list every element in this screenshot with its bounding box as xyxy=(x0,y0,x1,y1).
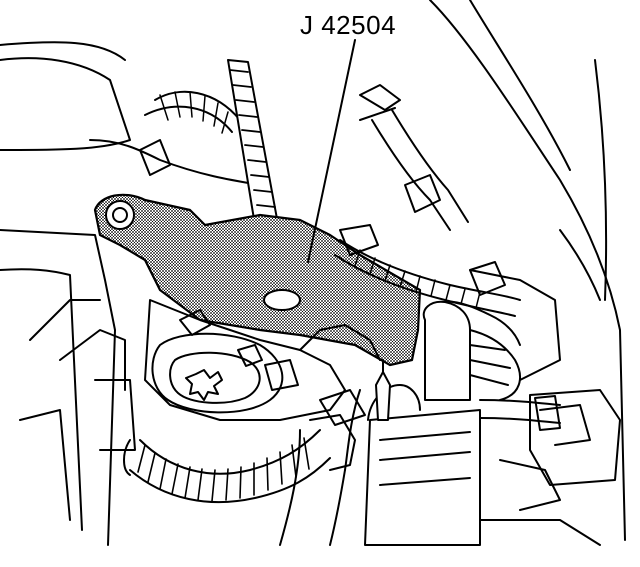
upper-right-hose-clamp xyxy=(359,84,469,231)
reservoir-bottle xyxy=(364,300,521,546)
callout-leader-line xyxy=(307,39,356,263)
right-ribbed-hose xyxy=(334,224,521,317)
right-small-hose xyxy=(469,261,561,431)
lower-center-hoses xyxy=(279,389,366,546)
left-fender xyxy=(0,41,136,546)
lower-left-ribbed-hose xyxy=(123,414,356,504)
tool-callout-label: J 42504 xyxy=(300,10,397,40)
upper-left-hose xyxy=(89,90,261,186)
right-body-panel xyxy=(429,0,626,546)
pump-housing xyxy=(144,299,381,421)
